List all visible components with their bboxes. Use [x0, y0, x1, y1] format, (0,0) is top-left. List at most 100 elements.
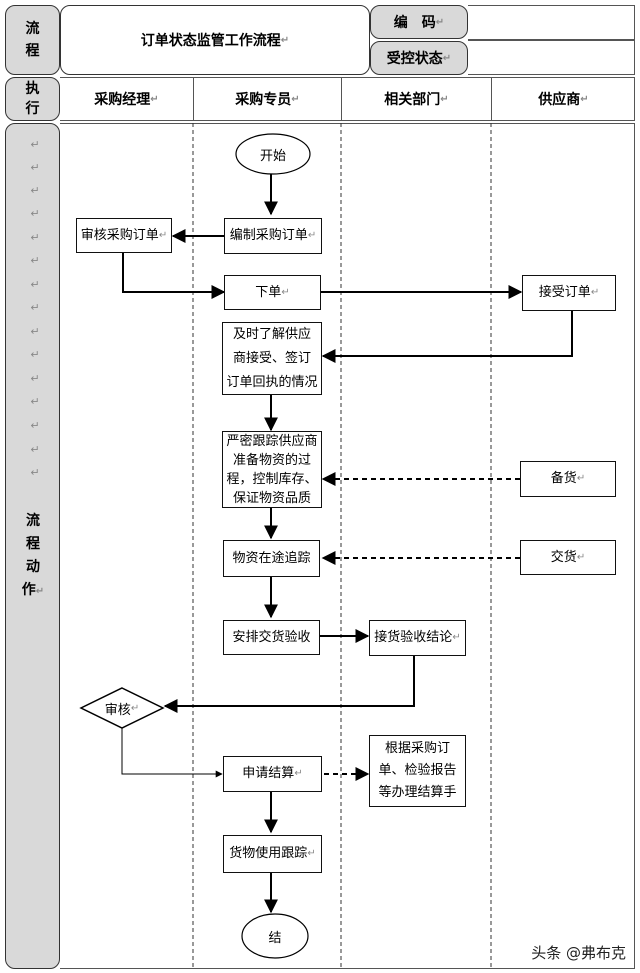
- para-mark: ↵: [307, 848, 316, 859]
- start-node: 开始: [236, 134, 310, 174]
- compile-order-label: 编制采购订单: [229, 228, 308, 243]
- inspect-result-label: 接货验收结论: [374, 630, 453, 645]
- watermark-text: 头条 @弗布克: [531, 944, 626, 962]
- compile-order-node: 编制采购订单↵: [224, 218, 322, 254]
- in-transit-label: 物资在途追踪: [232, 550, 311, 566]
- para-mark: ↵: [576, 473, 586, 484]
- arrange-inspect-label: 安排交货验收: [232, 629, 311, 645]
- para-mark: ↵: [435, 16, 445, 28]
- lane-manager-label: 采购经理: [94, 92, 151, 108]
- para-mark: ↵: [30, 138, 40, 151]
- deliver-label: 交货: [550, 549, 577, 565]
- para-mark: ↵: [130, 702, 140, 714]
- para-mark: ↵: [280, 34, 290, 46]
- para-mark: ↵: [30, 325, 40, 338]
- page-title: 订单状态监管工作流程: [140, 33, 281, 49]
- place-order-label: 下单: [255, 284, 282, 300]
- status-label: 受控状态: [386, 51, 443, 67]
- para-mark: ↵: [580, 93, 589, 105]
- request-settle-node: 申请结算↵: [223, 756, 322, 792]
- para-mark: ↵: [30, 207, 40, 220]
- para-mark: ↵: [158, 229, 168, 241]
- accept-order-label: 接受订单: [538, 285, 591, 300]
- usage-track-node: 货物使用跟踪↵: [223, 835, 322, 873]
- lane-header-dept: 相关部门↵: [341, 77, 491, 121]
- lane-header-supplier: 供应商↵: [491, 77, 635, 121]
- flow-body-frame: [60, 123, 635, 969]
- review-order-label: 审核采购订单: [80, 227, 159, 243]
- flow-action-column: [5, 123, 60, 969]
- in-transit-node: 物资在途追踪: [223, 540, 320, 577]
- para-mark: ↵: [30, 372, 40, 385]
- execute-label: 执 行: [25, 81, 40, 117]
- settle-doc-label: 根据采购订 单、检验报告 等办理结算手: [378, 741, 457, 800]
- para-mark: ↵: [30, 301, 40, 314]
- para-mark: ↵: [576, 551, 586, 563]
- para-mark: ↵: [294, 768, 303, 779]
- approve-node: 审核↵: [81, 688, 163, 728]
- lane-header-manager: 采购经理↵: [60, 77, 193, 121]
- end-ellipse: [241, 913, 309, 959]
- stock-node: 备货↵: [520, 461, 616, 497]
- arrow-approve-settle: [121, 726, 223, 778]
- inspect-result-node: 接货验收结论↵: [369, 620, 466, 656]
- lane-supplier-label: 供应商: [538, 92, 581, 108]
- flow-action-text: 流 程 动 作: [21, 513, 40, 598]
- para-mark: ↵: [281, 286, 290, 298]
- para-mark: ↵: [440, 93, 449, 105]
- approve-label: 审核: [104, 702, 131, 718]
- para-mark: ↵: [30, 161, 40, 174]
- para-mark: ↵: [30, 348, 40, 361]
- para-mark: ↵: [150, 93, 159, 105]
- lane-specialist-label: 采购专员: [235, 92, 292, 108]
- end-node: 结: [242, 914, 308, 958]
- execute-label-cell: 执 行: [5, 77, 60, 121]
- arrow-accept-understand: [321, 311, 573, 363]
- code-label: 编 码: [393, 15, 436, 31]
- para-mark: ↵: [307, 230, 317, 241]
- request-settle-label: 申请结算: [242, 766, 295, 781]
- code-value-cell: [468, 5, 635, 40]
- end-node-label: 结: [268, 930, 282, 946]
- para-mark: ↵: [590, 287, 600, 298]
- accept-order-node: 接受订单↵: [522, 275, 616, 311]
- review-order-node: 审核采购订单↵: [76, 218, 172, 253]
- arrow-review-place: [122, 253, 226, 299]
- approve-diamond: [79, 687, 165, 729]
- para-mark: ↵: [30, 419, 40, 432]
- code-label-cell: 编 码↵: [370, 5, 468, 39]
- arrange-inspect-node: 安排交货验收: [223, 620, 320, 655]
- title-cell: 订单状态监管工作流程↵: [60, 5, 370, 75]
- status-label-cell: 受控状态↵: [370, 41, 468, 75]
- para-mark: ↵: [30, 278, 40, 291]
- flow-action-label: 流 程 动 作↵: [18, 487, 48, 603]
- para-mark: ↵: [30, 231, 40, 244]
- deliver-node: 交货↵: [520, 540, 616, 575]
- flow-label-text: 流 程: [25, 21, 40, 59]
- stock-label: 备货: [550, 471, 577, 486]
- para-mark: ↵: [442, 52, 452, 64]
- usage-track-label: 货物使用跟踪: [229, 846, 308, 861]
- lane-dept-label: 相关部门: [384, 92, 441, 108]
- understand-node: 及时了解供应 商接受、签订 订单回执的情况: [222, 322, 322, 395]
- lane-header-row: [60, 77, 635, 121]
- para-mark: ↵: [452, 632, 461, 643]
- arrow-inspect-approve: [163, 656, 415, 713]
- settle-doc-node: 根据采购订 单、检验报告 等办理结算手: [369, 735, 466, 807]
- para-mark: ↵: [30, 254, 40, 267]
- para-mark: ↵: [291, 93, 300, 105]
- status-value-cell: [468, 40, 635, 75]
- para-mark: ↵: [30, 395, 40, 408]
- para-mark: ↵: [30, 466, 40, 479]
- para-mark: ↵: [35, 586, 45, 597]
- watermark: 头条 @弗布克: [531, 942, 626, 963]
- start-ellipse: [235, 133, 311, 175]
- para-mark: ↵: [30, 443, 40, 456]
- flow-label-cell: 流 程: [5, 5, 60, 75]
- track-prep-node: 严密跟踪供应商 准备物资的过 程，控制库存、 保证物资品质: [222, 431, 322, 508]
- understand-label: 及时了解供应 商接受、签订 订单回执的情况: [226, 326, 318, 390]
- track-prep-label: 严密跟踪供应商 准备物资的过 程，控制库存、 保证物资品质: [226, 433, 318, 506]
- place-order-node: 下单↵: [224, 275, 321, 310]
- start-node-label: 开始: [259, 148, 286, 164]
- para-mark: ↵: [30, 184, 40, 197]
